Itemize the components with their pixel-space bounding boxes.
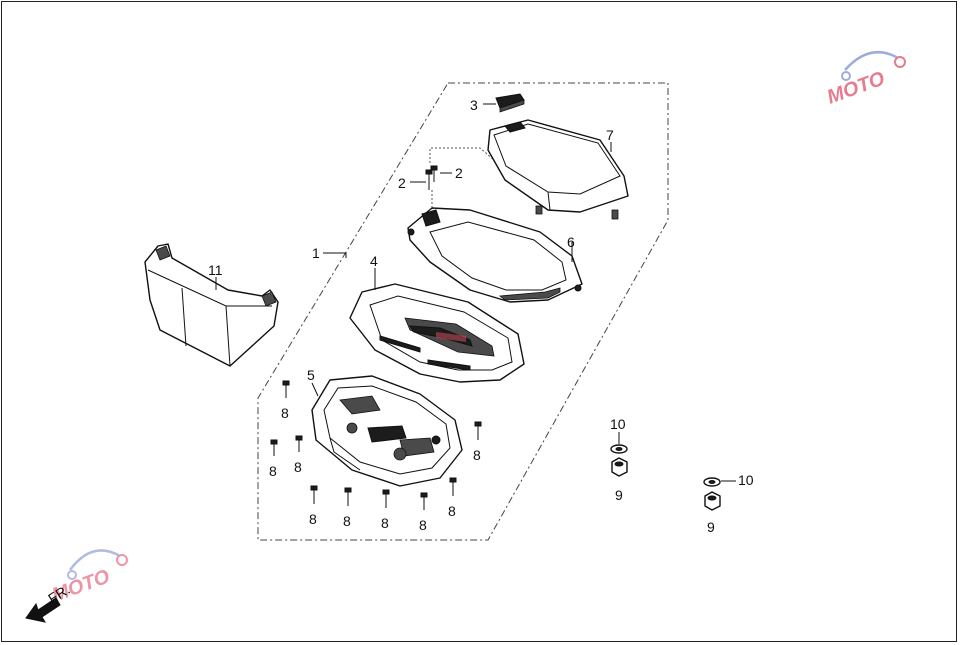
screw-part-8-i: [449, 477, 457, 496]
lcd-display-part-4: [349, 283, 525, 383]
connector-part-3: [495, 93, 525, 113]
callout-8-i: 8: [448, 503, 456, 519]
screw-part-2-right: [430, 165, 438, 182]
assembly-boundary: [257, 82, 669, 541]
nut-part-9-b: [704, 491, 721, 511]
nut-part-9-a: [611, 457, 628, 477]
callout-7: 7: [606, 127, 614, 143]
callout-10-b: 10: [738, 472, 754, 488]
callout-8-c: 8: [294, 459, 302, 475]
callout-10-a: 10: [610, 416, 626, 432]
screw-part-8-a: [282, 380, 290, 398]
front-arrow-icon: [25, 597, 61, 623]
meter-cover-part-7: [487, 119, 629, 220]
callout-8-e: 8: [309, 511, 317, 527]
callout-8-f: 8: [343, 513, 351, 529]
screw-part-8-f: [344, 487, 352, 506]
callout-3: 3: [470, 97, 478, 113]
screw-part-8-h: [420, 492, 428, 510]
screw-part-8-d: [474, 421, 482, 440]
screw-part-8-b: [270, 439, 278, 456]
callout-2-left: 2: [398, 175, 406, 191]
washer-part-10-b: [703, 477, 721, 487]
callout-4: 4: [370, 253, 378, 269]
meter-bezel-part-6: [407, 207, 583, 303]
callout-1: 1: [312, 245, 320, 261]
callout-9-b: 9: [707, 519, 715, 535]
callout-8-h: 8: [419, 517, 427, 533]
callout-8-a: 8: [281, 405, 289, 421]
callout-labels: 1 2 2 3 4 5 6 7 8 8 8 8 8 8 8 8 8 9 9 10…: [208, 97, 754, 535]
screw-part-2-left: [425, 169, 433, 190]
callout-5: 5: [307, 367, 315, 383]
callout-2-right: 2: [455, 165, 463, 181]
lower-case-part-5: [311, 375, 463, 487]
callout-9-a: 9: [615, 487, 623, 503]
callout-8-d: 8: [473, 447, 481, 463]
screw-part-8-g: [382, 489, 390, 508]
callout-6: 6: [567, 234, 575, 250]
callout-11: 11: [208, 262, 223, 278]
callout-8-g: 8: [381, 515, 389, 531]
washer-part-10-a: [610, 444, 628, 454]
visor-part-11: [144, 243, 279, 367]
watermark-logo-top: MOTO: [824, 50, 906, 109]
leader-lines: [215, 103, 736, 482]
watermark-text-top: MOTO: [824, 67, 888, 108]
screw-part-8-c: [295, 435, 303, 452]
screw-part-8-e: [310, 485, 318, 504]
callout-8-b: 8: [269, 463, 277, 479]
